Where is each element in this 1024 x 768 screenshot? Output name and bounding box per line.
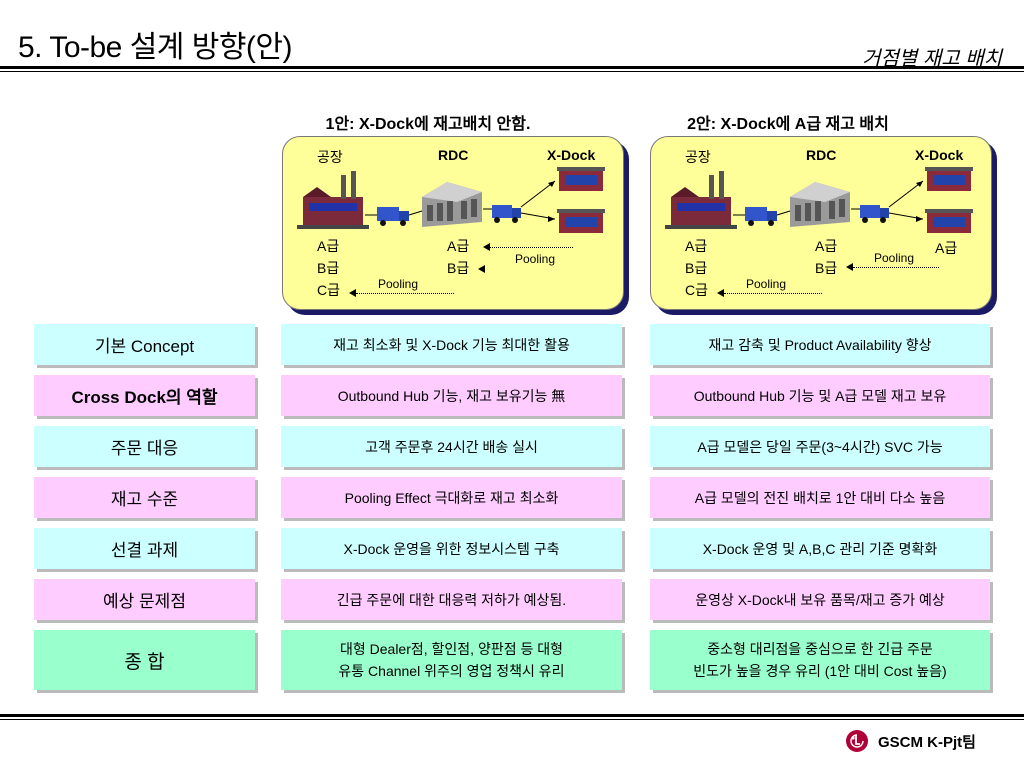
factory-grade-b: B급: [317, 260, 340, 276]
page-title: 5. To-be 설계 방향(안): [18, 31, 293, 64]
row-label-crossdock-role: Cross Dock의 역할: [34, 375, 255, 416]
factory-grade-c: C급: [317, 282, 340, 298]
pooling-label-lower: Pooling: [746, 277, 787, 291]
row-expected-issues-opt1: 긴급 주문에 대한 대응력 저하가 예상됨.: [281, 579, 622, 620]
node-xdock-label: X-Dock: [547, 147, 596, 163]
row-inventory-level-opt1: Pooling Effect 극대화로 재고 최소화: [281, 477, 622, 518]
row-crossdock-role-opt1: Outbound Hub 기능, 재고 보유기능 無: [281, 375, 622, 416]
pooling-label-upper: Pooling: [874, 251, 915, 265]
pooling-label-lower: Pooling: [378, 277, 419, 291]
rdc-grade-b: B급: [815, 260, 838, 276]
pooling-arrowhead: [349, 289, 356, 297]
option-2-diagram: 공장 RDC X-Dock: [650, 136, 992, 310]
supply-chain-icon: [665, 167, 973, 233]
xdock-grade-a: A급: [935, 240, 958, 256]
xdock-store-icon: [557, 167, 605, 191]
factory-grade-a: A급: [685, 238, 708, 254]
rdc-grade-b: B급: [447, 260, 470, 276]
node-factory-label: 공장: [685, 149, 711, 165]
row-prerequisite-opt1: X-Dock 운영을 위한 정보시스템 구축: [281, 528, 622, 569]
header-rule: [0, 66, 1024, 69]
pooling-label-upper: Pooling: [515, 252, 556, 266]
factory-grade-c: C급: [685, 282, 708, 298]
truck-icon: [492, 205, 521, 223]
node-rdc-label: RDC: [806, 147, 837, 163]
row-inventory-level-opt2: A급 모델의 전진 배치로 1안 대비 다소 높음: [650, 477, 990, 518]
factory-grade-b: B급: [685, 260, 708, 276]
page-subtitle: 거점별 재고 배치: [862, 48, 1002, 70]
truck-icon: [745, 207, 777, 226]
factory-icon: [297, 171, 369, 229]
truck-icon: [377, 207, 409, 226]
pooling-arrowhead: [483, 243, 490, 251]
node-factory-label: 공장: [317, 149, 343, 165]
xdock-store-icon: [925, 209, 973, 233]
row-label-concept: 기본 Concept: [34, 324, 255, 365]
row-label-order-response: 주문 대응: [34, 426, 255, 467]
warehouse-icon: [790, 182, 850, 227]
pooling-line: [356, 293, 454, 294]
summary-opt1-line2: 유통 Channel 위주의 영업 정책시 유리: [338, 663, 565, 679]
summary-opt2-line2: 빈도가 높을 경우 유리 (1안 대비 Cost 높음): [693, 663, 947, 679]
pooling-line: [853, 267, 939, 268]
row-label-inventory-level: 재고 수준: [34, 477, 255, 518]
row-crossdock-role-opt2: Outbound Hub 기능 및 A급 모델 재고 보유: [650, 375, 990, 416]
footer-rule: [0, 714, 1024, 717]
rdc-grade-a: A급: [447, 238, 470, 254]
row-concept-opt1: 재고 최소화 및 X-Dock 기능 최대한 활용: [281, 324, 622, 365]
row-order-response-opt2: A급 모델은 당일 주문(3~4시간) SVC 가능: [650, 426, 990, 467]
row-order-response-opt1: 고객 주문후 24시간 배송 실시: [281, 426, 622, 467]
row-prerequisite-opt2: X-Dock 운영 및 A,B,C 관리 기준 명확화: [650, 528, 990, 569]
xdock-store-icon: [557, 209, 605, 233]
node-xdock-label: X-Dock: [915, 147, 964, 163]
team-name: GSCM K-Pjt팀: [878, 734, 976, 751]
pooling-line: [490, 247, 573, 248]
truck-icon: [860, 205, 889, 223]
footer-rule-thin: [0, 719, 1024, 720]
header-rule-thin: [0, 71, 1024, 72]
lg-logo-icon: [846, 730, 868, 752]
pooling-arrowhead: [846, 263, 853, 271]
row-label-expected-issues: 예상 문제점: [34, 579, 255, 620]
pooling-line: [724, 293, 822, 294]
summary-opt1-line1: 대형 Dealer점, 할인점, 양판점 등 대형: [339, 641, 564, 657]
row-label-summary: 종 합: [34, 630, 255, 690]
option-1-title: 1안: X-Dock에 재고배치 안함.: [325, 116, 531, 133]
option-1-diagram: 공장 RDC X-Dock: [282, 136, 624, 310]
pooling-arrowhead: [478, 265, 485, 273]
node-rdc-label: RDC: [438, 147, 469, 163]
row-summary-opt1: 대형 Dealer점, 할인점, 양판점 등 대형 유통 Channel 위주의…: [281, 630, 622, 690]
pooling-arrowhead: [717, 289, 724, 297]
rdc-grade-a: A급: [815, 238, 838, 254]
factory-icon: [665, 171, 737, 229]
supply-chain-icon: [297, 167, 605, 233]
warehouse-icon: [422, 182, 482, 227]
summary-opt2-line1: 중소형 대리점을 중심으로 한 긴급 주문: [707, 641, 933, 657]
row-label-prerequisite: 선결 과제: [34, 528, 255, 569]
xdock-store-icon: [925, 167, 973, 191]
row-summary-opt2: 중소형 대리점을 중심으로 한 긴급 주문 빈도가 높을 경우 유리 (1안 대…: [650, 630, 990, 690]
row-concept-opt2: 재고 감축 및 Product Availability 향상: [650, 324, 990, 365]
option-2-title: 2안: X-Dock에 A급 재고 배치: [687, 116, 889, 133]
row-expected-issues-opt2: 운영상 X-Dock내 보유 품목/재고 증가 예상: [650, 579, 990, 620]
factory-grade-a: A급: [317, 238, 340, 254]
